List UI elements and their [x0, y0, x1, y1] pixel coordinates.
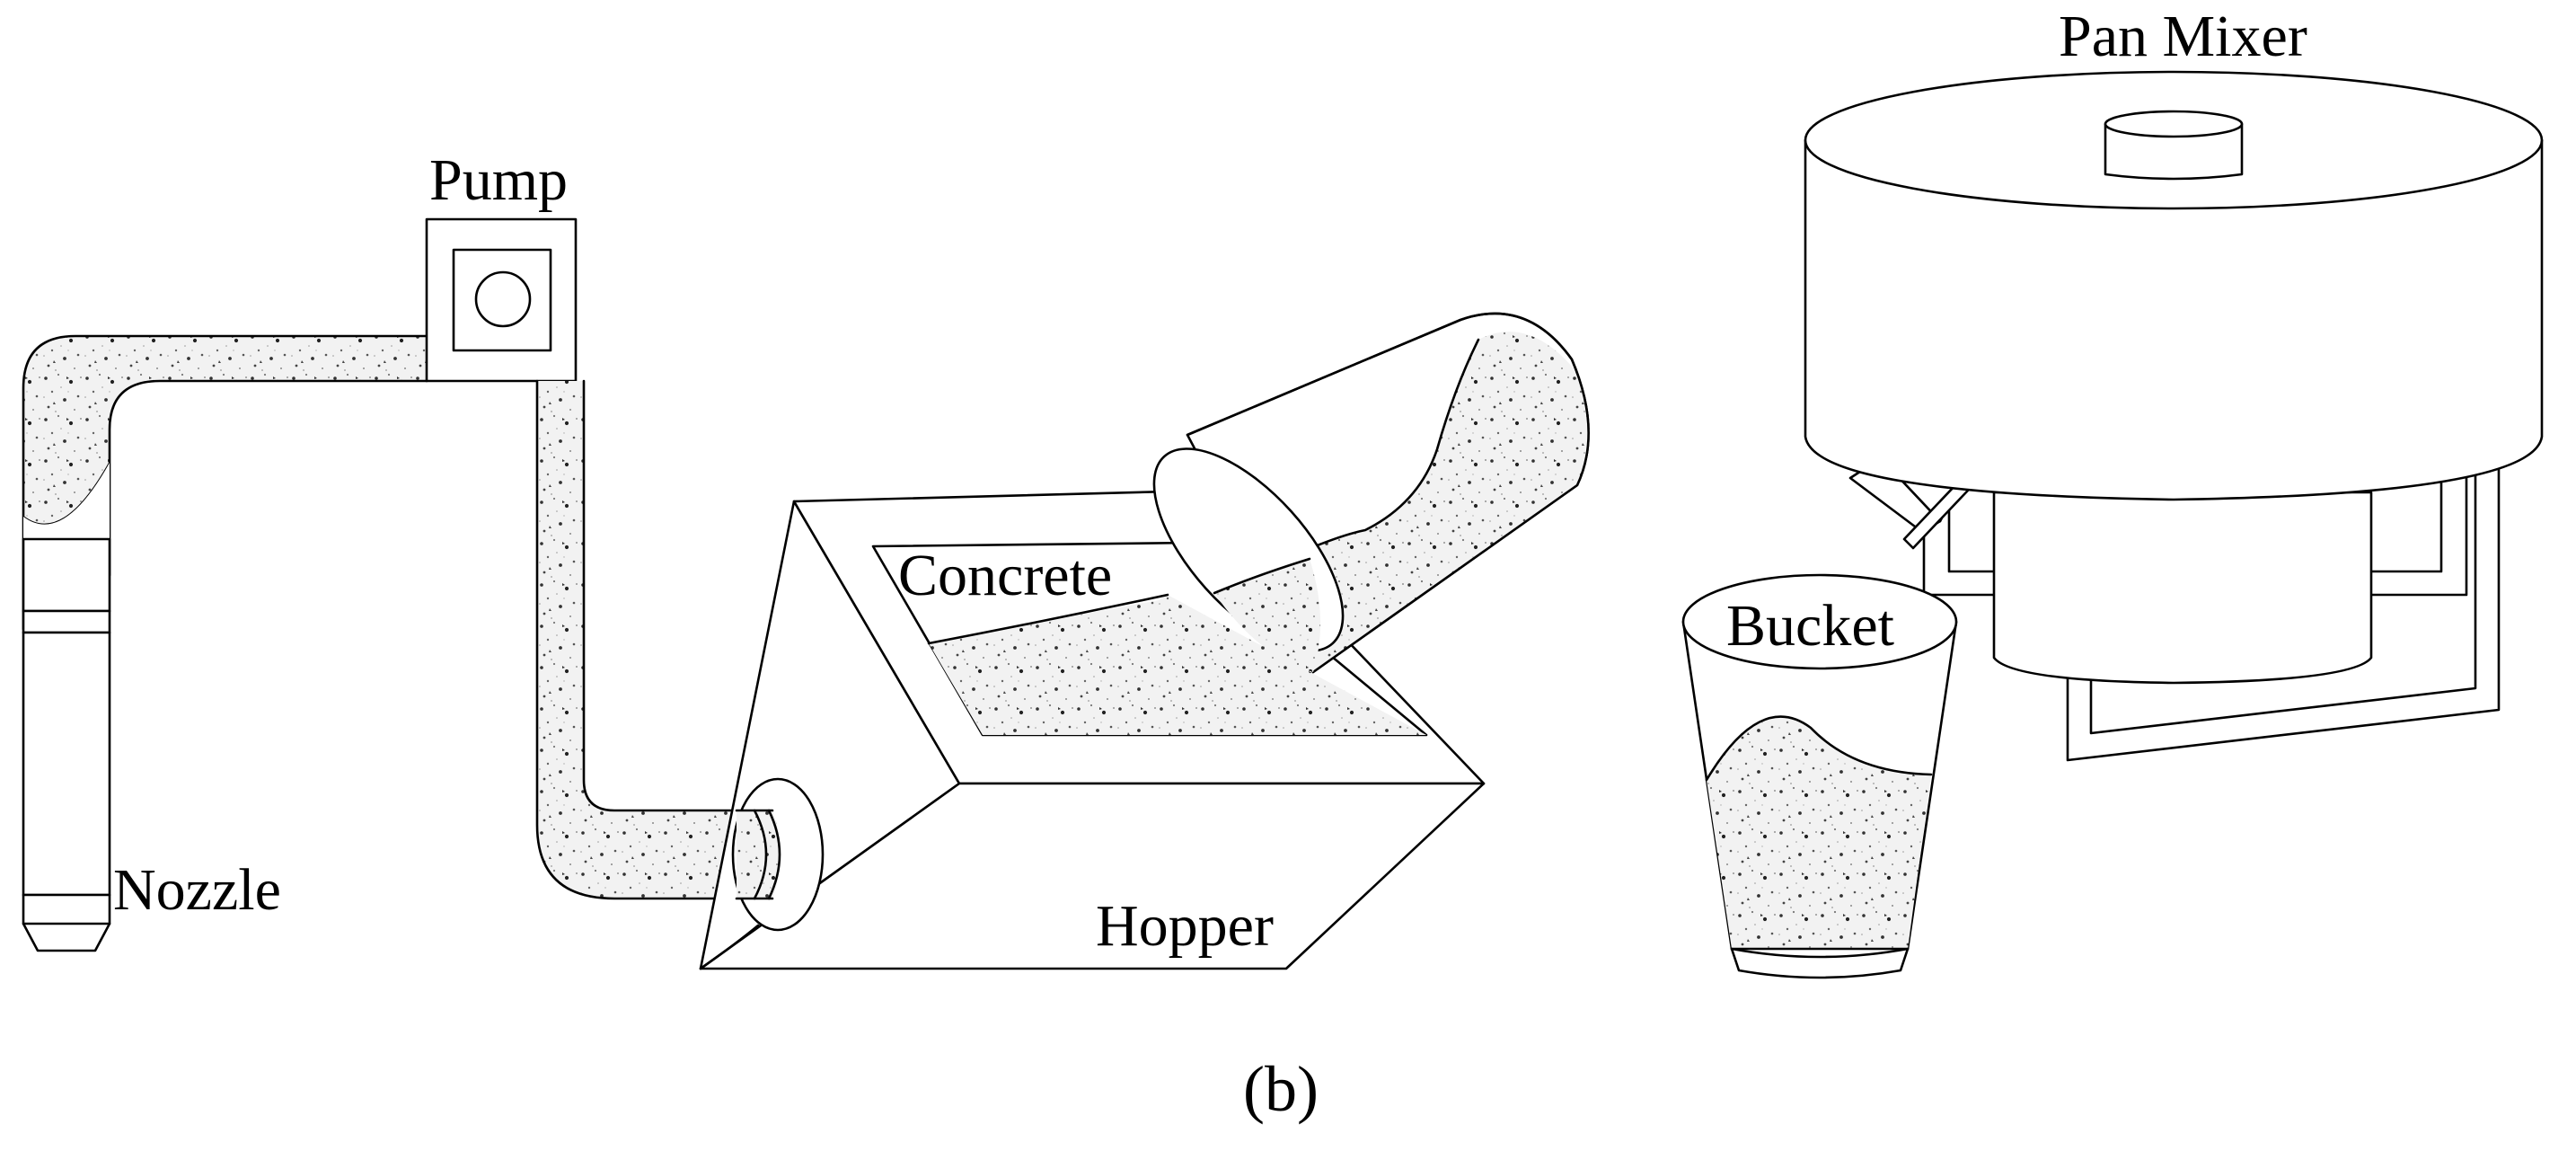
concrete-label: Concrete [898, 543, 1113, 608]
pouring-bucket-icon [1152, 312, 1591, 674]
figure-caption: (b) [1243, 1053, 1319, 1125]
pump-icon [425, 217, 578, 383]
nozzle-label: Nozzle [113, 857, 281, 923]
hopper-label: Hopper [1096, 893, 1274, 959]
nozzle-icon [22, 537, 111, 952]
pump-label: Pump [429, 147, 569, 213]
pan-mixer-label: Pan Mixer [2059, 4, 2307, 69]
bucket-icon [1681, 573, 1958, 979]
pan-mixer-icon [1804, 70, 2544, 762]
bucket-label: Bucket [1726, 593, 1894, 659]
hopper-icon [699, 489, 1486, 970]
